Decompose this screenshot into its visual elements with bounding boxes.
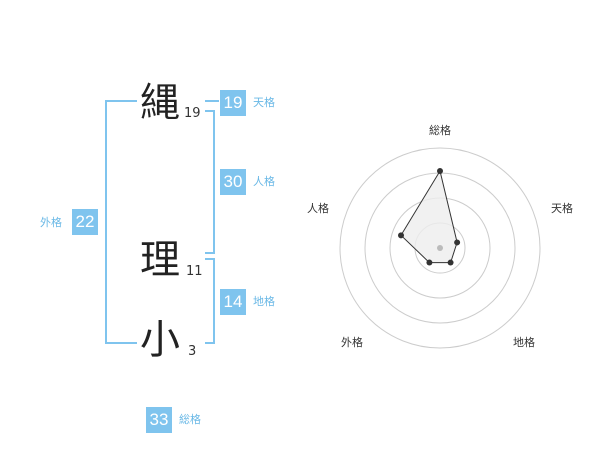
tenkaku-value: 19 <box>220 90 246 116</box>
chikaku-bracket <box>205 258 215 344</box>
jinkaku-bracket <box>205 110 215 254</box>
radar-center-dot <box>437 245 443 251</box>
radar-points <box>398 168 461 266</box>
radar-point-4 <box>398 232 405 239</box>
gaikaku-bracket <box>105 100 137 344</box>
radar-axis-label-chikaku: 地格 <box>513 335 535 349</box>
jinkaku-label: 人格 <box>253 175 275 188</box>
name-char-1: 縄 <box>140 80 180 126</box>
radar-axis-label-jinkaku: 人格 <box>307 201 329 215</box>
radar-ring-4 <box>339 147 541 349</box>
chikaku-value: 14 <box>220 289 246 315</box>
radar-point-0 <box>437 168 443 174</box>
gaikaku-value: 22 <box>72 209 98 235</box>
radar-point-3 <box>426 259 433 266</box>
radar-axis-label-tenkaku: 天格 <box>551 201 573 215</box>
name-char-3: 小 <box>140 317 180 363</box>
soukaku-label: 総格 <box>179 413 201 426</box>
tenkaku-label: 天格 <box>253 96 275 109</box>
radar-point-2 <box>447 259 454 266</box>
name-char-1-strokes: 19 <box>184 106 201 121</box>
name-char-2-strokes: 11 <box>186 264 203 279</box>
name-char-3-strokes: 3 <box>188 344 197 359</box>
radar-axis-label-soukaku: 総格 <box>429 123 451 137</box>
name-char-2: 理 <box>140 237 180 283</box>
gaikaku-label: 外格 <box>40 216 62 229</box>
jinkaku-value: 30 <box>220 169 246 195</box>
chikaku-label: 地格 <box>253 295 275 308</box>
radar-point-1 <box>454 239 461 246</box>
soukaku-value: 33 <box>146 407 172 433</box>
radar-axis-label-gaikaku: 外格 <box>341 335 363 349</box>
radar-value-polygon <box>400 169 458 264</box>
tenkaku-connector <box>205 100 219 102</box>
